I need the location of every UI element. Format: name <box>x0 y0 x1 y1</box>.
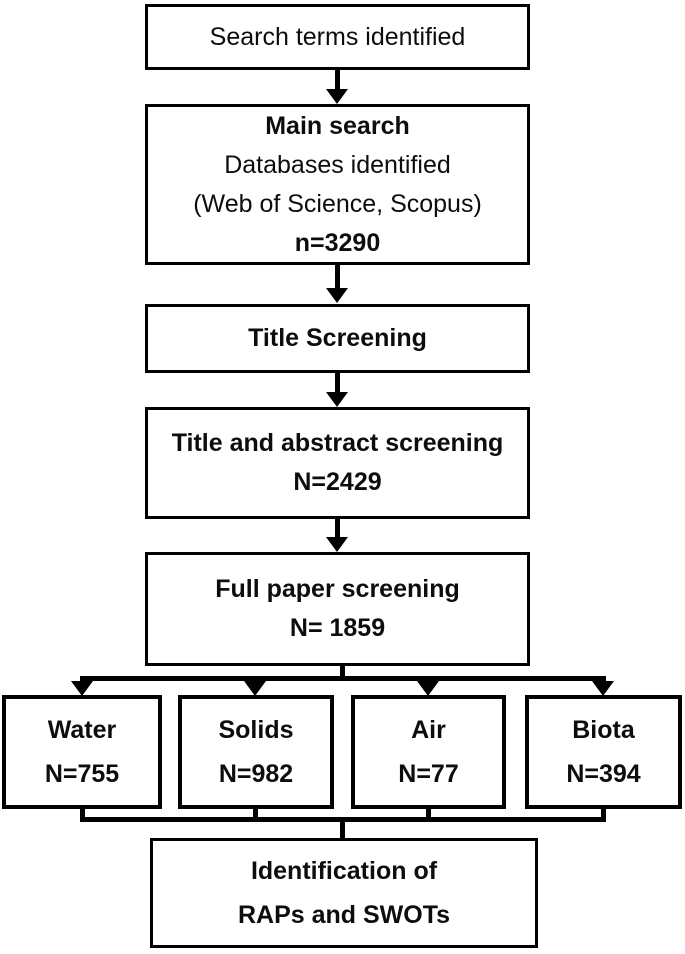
flow-box-title-screening: Title Screening <box>145 304 530 373</box>
flow-box-title-abstract-screening: Title and abstract screening N=2429 <box>145 407 530 519</box>
box-count: N=755 <box>44 760 120 788</box>
box-title: Main search <box>265 111 410 140</box>
box-title: Title Screening <box>248 324 427 352</box>
collector-stub-biota <box>601 806 606 819</box>
flow-box-search-terms: Search terms identified <box>145 4 530 70</box>
collector-stub-water <box>80 806 85 819</box>
arrow-down-icon <box>417 681 439 696</box>
flow-box-full-paper-screening: Full paper screening N= 1859 <box>145 552 530 666</box>
arrow-down-icon <box>326 288 348 303</box>
arrow-down-icon <box>244 681 266 696</box>
flow-box-identification: Identification of RAPs and SWOTs <box>150 838 538 948</box>
collector-stub-solids <box>253 806 258 819</box>
flow-box-solids: Solids N=982 <box>178 695 334 809</box>
box-title: Air <box>411 716 446 744</box>
box-count: N= 1859 <box>289 614 386 642</box>
flow-box-water: Water N=755 <box>2 695 162 809</box>
arrow-shaft-main-to-title <box>335 265 340 289</box>
arrow-down-icon <box>592 681 614 696</box>
box-title: Identification of <box>250 857 438 885</box>
arrow-down-icon <box>326 89 348 104</box>
box-count: N=77 <box>398 760 459 788</box>
box-title: Title and abstract screening <box>171 429 504 457</box>
box-text: Search terms identified <box>209 22 466 51</box>
box-count: N=982 <box>218 760 294 788</box>
collector-stub-to-identification <box>340 822 345 839</box>
arrow-down-icon <box>326 392 348 407</box>
arrow-shaft-abstract-to-fullpaper <box>335 519 340 538</box>
box-count: N=2429 <box>293 468 382 496</box>
box-title: Water <box>47 716 117 744</box>
box-text: Databases identified <box>224 150 451 179</box>
branch-stub-from-fullpaper <box>340 664 345 677</box>
box-title: Biota <box>572 716 635 744</box>
arrow-shaft-search-to-main <box>335 70 340 90</box>
box-title: Full paper screening <box>215 575 460 603</box>
arrow-down-icon <box>326 537 348 552</box>
box-text: (Web of Science, Scopus) <box>193 189 482 218</box>
collector-stub-air <box>426 806 431 819</box>
collector-line <box>80 817 606 822</box>
branch-distributor-line <box>80 676 606 681</box>
arrow-shaft-title-to-abstract <box>335 373 340 393</box>
flow-box-biota: Biota N=394 <box>525 695 682 809</box>
box-count: n=3290 <box>294 228 381 257</box>
box-count: N=394 <box>566 760 641 788</box>
box-title: Solids <box>218 716 294 744</box>
box-title: RAPs and SWOTs <box>237 901 451 929</box>
arrow-down-icon <box>71 681 93 696</box>
flow-box-main-search: Main search Databases identified (Web of… <box>145 104 530 265</box>
flow-box-air: Air N=77 <box>351 695 506 809</box>
